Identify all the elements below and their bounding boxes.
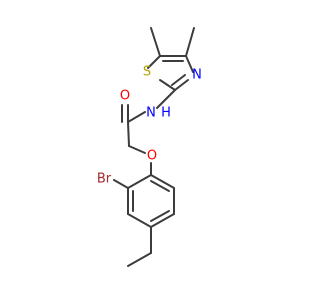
molecule-structure: S N N H O O Br <box>97 27 202 267</box>
molecule-canvas: S N N H O O Br <box>96 27 202 267</box>
bond-nh-carbonyl <box>127 111 146 123</box>
bond-aryl-6-1 <box>150 174 175 189</box>
atom-labels: S N N H O O Br <box>97 65 202 187</box>
atom-amide-nitrogen: N <box>146 106 156 121</box>
bond-methyl-c4 <box>185 27 195 57</box>
bond-ethyl <box>127 252 152 267</box>
bond-aryl-1-2 <box>127 174 152 189</box>
bond-s-c5 <box>147 55 161 69</box>
atom-bromine: Br <box>97 172 112 187</box>
atom-amide-hydrogen: H <box>161 106 171 121</box>
bond-aryl-4-5 <box>150 213 175 228</box>
bond-c2-nh <box>156 89 176 109</box>
bond-methyl-c5 <box>150 27 161 57</box>
bond-aryl-4-5-double <box>150 210 170 222</box>
bond-aryl-3-4 <box>127 213 152 228</box>
bond-n-c2 <box>174 79 189 91</box>
bond-n-c2-double <box>171 74 186 86</box>
atom-ether-oxygen: O <box>147 149 157 164</box>
atom-carbonyl-oxygen: O <box>120 89 130 104</box>
bonds <box>113 27 195 267</box>
bond-c4-n <box>185 55 194 73</box>
bond-carbonyl-ch2 <box>127 121 130 147</box>
atom-ring-nitrogen: N <box>192 68 202 83</box>
bond-aryl-6-1-double <box>150 180 170 192</box>
atom-sulfur: S <box>143 65 151 80</box>
bond-aryl-br <box>113 179 129 189</box>
bond-c2-s <box>159 79 176 91</box>
bond-ch2-o <box>128 145 146 154</box>
